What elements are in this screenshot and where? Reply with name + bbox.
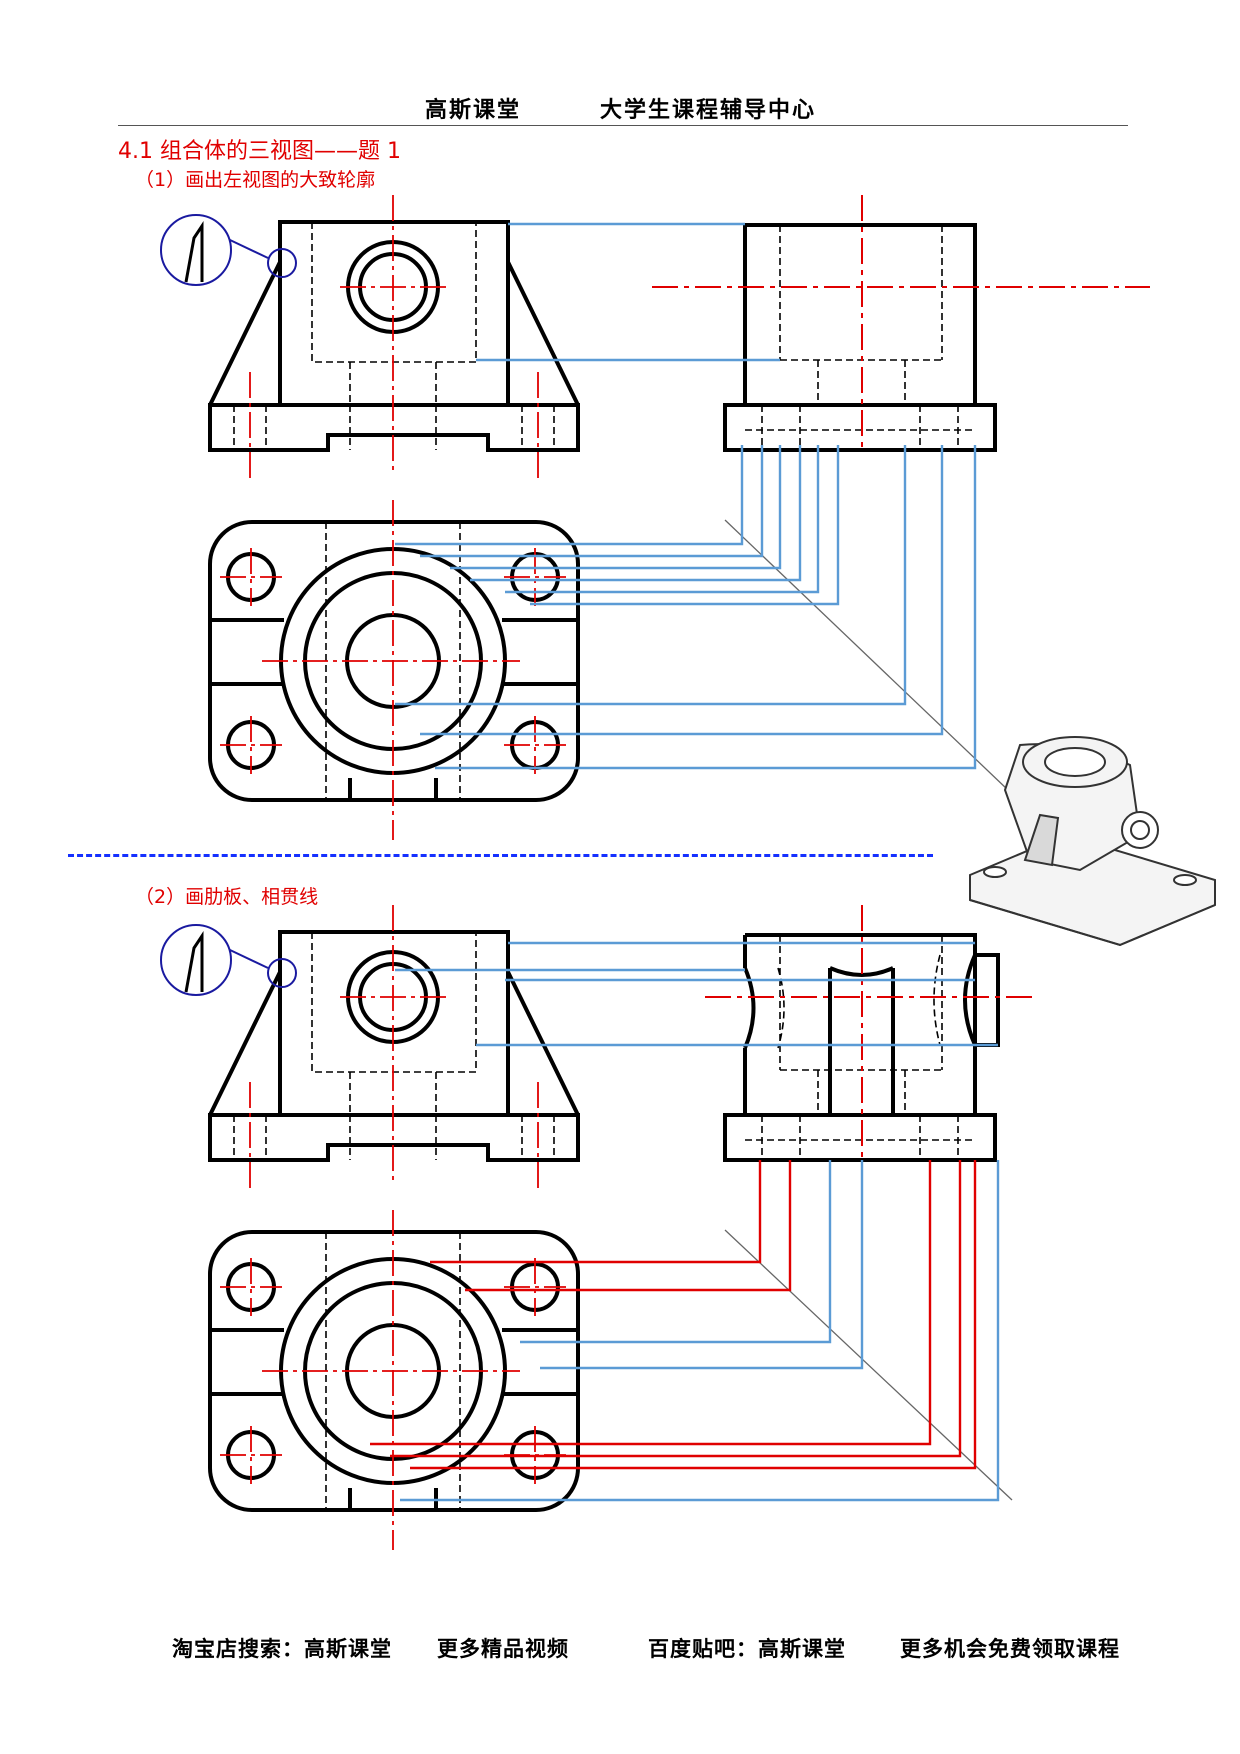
left-view-2 [705, 905, 1035, 1165]
miter-line-1 [724, 519, 1009, 791]
section-separator [68, 854, 933, 857]
section-title: 4.1 组合体的三视图——题 1 [118, 139, 401, 164]
projection-lines-1 [395, 222, 977, 770]
left-view-centerlines-1 [652, 195, 1150, 450]
magnifier-detail-icon [159, 213, 298, 287]
header-left: 高斯课堂 [425, 98, 522, 123]
isometric-part-icon [969, 736, 1216, 947]
header-right: 大学生课程辅导中心 [600, 98, 817, 123]
top-view-1 [208, 498, 580, 842]
footer-videos: 更多精品视频 [437, 1637, 569, 1661]
footer-taobao: 淘宝店搜索：高斯课堂 [172, 1637, 392, 1661]
projection-lines-2 [370, 941, 1000, 1502]
step2-label: （2）画肋板、相贯线 [135, 886, 319, 908]
footer-free-courses: 更多机会免费领取课程 [900, 1637, 1120, 1661]
footer-tieba: 百度贴吧：高斯课堂 [648, 1637, 846, 1661]
header-rule [118, 125, 1128, 126]
miter-line-2 [724, 1229, 1013, 1501]
magnifier-detail-icon-2 [159, 923, 298, 997]
left-view-1 [723, 223, 997, 452]
step1-label: （1）画出左视图的大致轮廓 [135, 169, 376, 191]
front-view-1 [208, 193, 580, 484]
front-view-2 [208, 903, 580, 1194]
